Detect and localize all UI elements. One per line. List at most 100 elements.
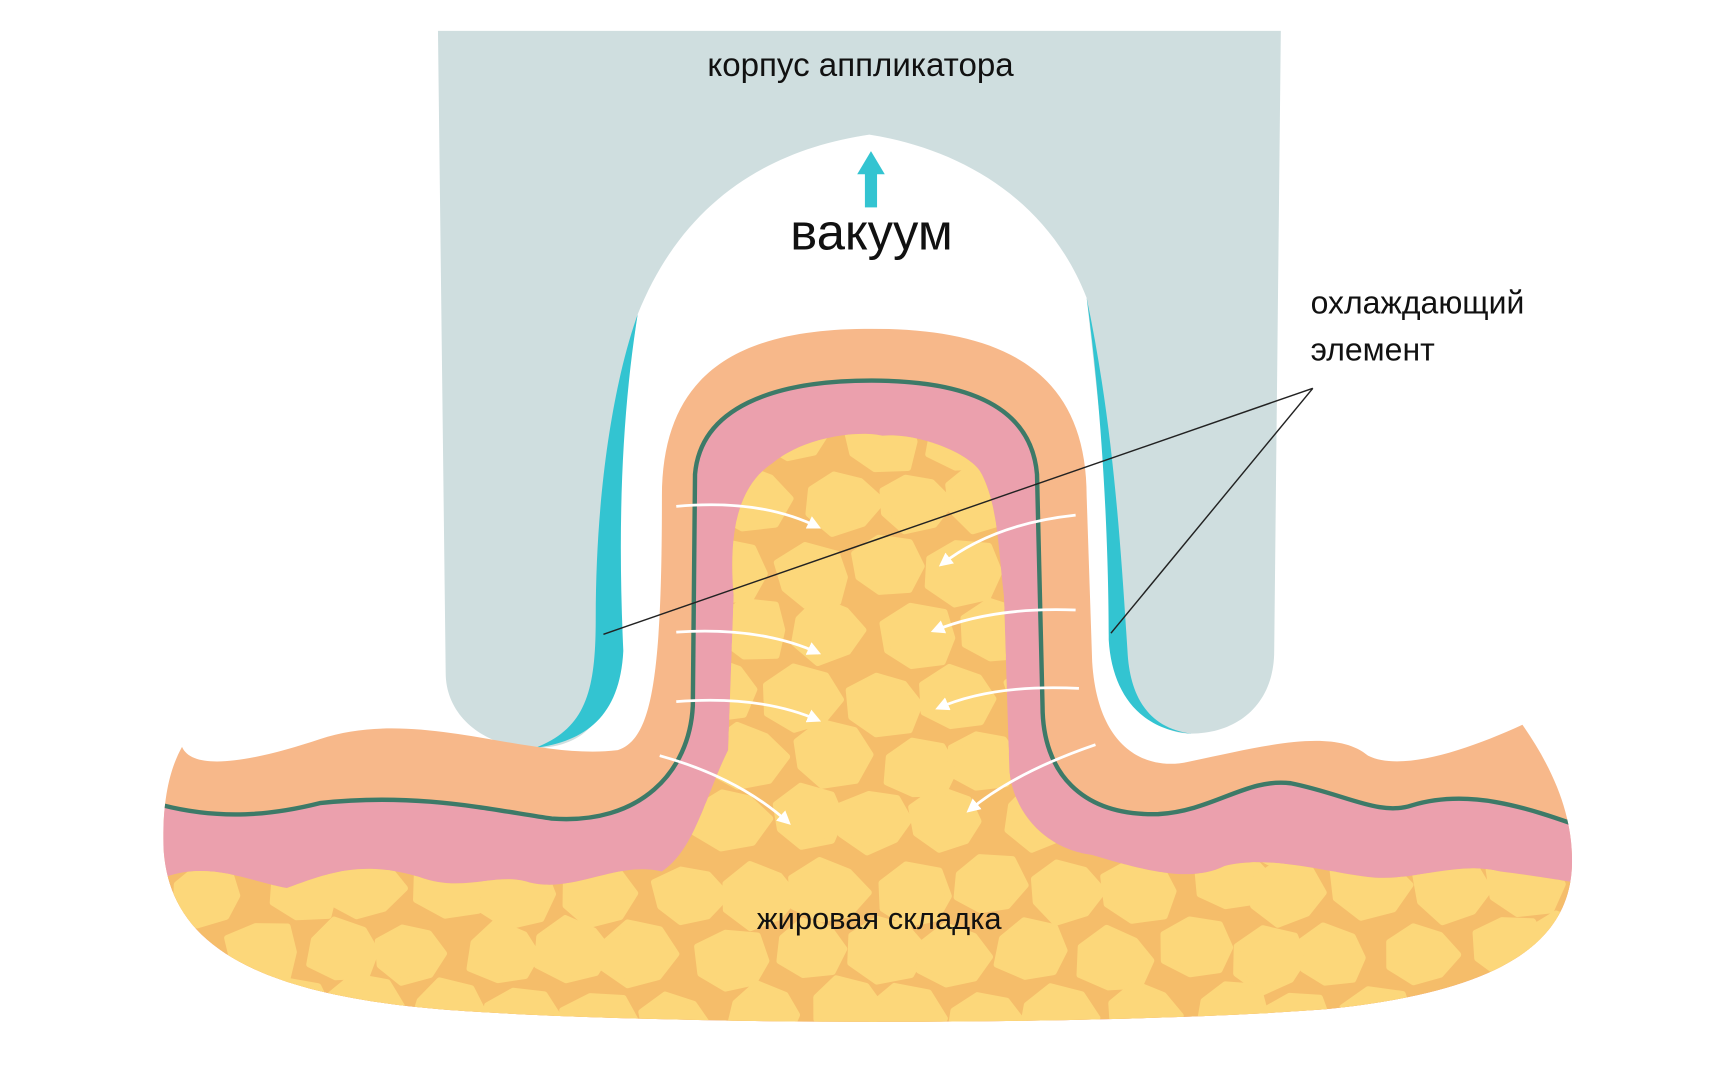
fat-cell	[788, 857, 872, 923]
fat-cell	[1160, 916, 1234, 978]
fat-cell	[261, 468, 341, 528]
fat-fold-label: жировая складка	[757, 901, 1002, 936]
fat-cell	[722, 861, 800, 932]
fat-cell	[772, 782, 845, 850]
fat-cell	[1308, 674, 1378, 734]
fat-cell	[867, 982, 948, 1022]
fat-cell	[1347, 603, 1424, 667]
fat-cell	[345, 469, 420, 532]
arrow-icon	[930, 608, 1076, 634]
arrow-icon	[935, 686, 1080, 711]
fat-cell	[384, 668, 460, 734]
fat-cell	[1108, 980, 1184, 1022]
fat-cell	[1494, 591, 1570, 659]
fat-cell	[1294, 922, 1366, 986]
fat-cell	[993, 917, 1068, 980]
fat-cell	[1535, 433, 1573, 478]
cooling-element-right	[1086, 297, 1192, 734]
fat-cell	[1466, 433, 1550, 469]
fat-cell	[843, 433, 918, 473]
fat-cell	[1560, 599, 1573, 665]
fat-cell	[1395, 433, 1469, 469]
fat-cell	[847, 915, 929, 985]
vacuum-label: вакуум	[790, 203, 952, 260]
fat-cell	[908, 785, 982, 853]
fat-cell	[1499, 988, 1573, 1022]
fat-cell	[726, 980, 801, 1022]
arrow-icon	[676, 629, 822, 655]
fat-cell	[172, 864, 241, 929]
fat-cell	[776, 917, 848, 978]
fat-cell	[924, 540, 1003, 608]
fat-cell	[651, 866, 731, 926]
cooling-element-label-line1: охлаждающий	[1311, 284, 1525, 320]
fat-cell	[288, 433, 362, 464]
fat-cell	[163, 929, 210, 990]
fat-cell	[1390, 530, 1462, 599]
fat-cell	[793, 719, 874, 789]
fat-cell	[186, 982, 265, 1022]
fat-cell	[1409, 597, 1488, 661]
fat-cell	[226, 533, 305, 601]
fat-cell	[851, 534, 925, 595]
fat-cell	[1030, 859, 1107, 926]
fat-cell	[1339, 986, 1414, 1022]
arrow-icon	[676, 503, 822, 529]
fat-cell	[694, 929, 770, 992]
fat-cell	[482, 987, 564, 1022]
fat-cell	[533, 915, 613, 984]
cooling-element-label-line2: элемент	[1311, 332, 1436, 368]
fat-cell	[883, 737, 959, 798]
fat-cell	[1351, 469, 1421, 539]
fat-cell	[163, 433, 227, 481]
fat-cell	[1565, 481, 1573, 546]
fat-cell	[310, 658, 383, 723]
fat-cell	[919, 663, 997, 730]
cooling-arrows	[659, 503, 1096, 825]
fat-cell	[1486, 480, 1558, 542]
fat-cell	[368, 433, 448, 483]
fat-cell	[1530, 669, 1573, 737]
vacuum-arrow-icon	[857, 151, 885, 208]
fat-cell	[1386, 923, 1462, 986]
fat-cell	[638, 991, 712, 1022]
fat-cell	[1313, 433, 1391, 465]
fat-cell	[326, 973, 407, 1022]
fat-cell	[163, 657, 231, 726]
fat-cell	[334, 605, 410, 668]
fat-cell	[221, 653, 303, 726]
fat-cell	[224, 923, 297, 982]
fat-cell	[1403, 994, 1482, 1022]
fat-cell	[1534, 545, 1573, 606]
fat-cell	[1577, 988, 1645, 1046]
callout-line-left	[603, 387, 1314, 635]
arrow-icon	[938, 513, 1076, 567]
fat-cell	[290, 534, 365, 601]
fat-cell	[1373, 669, 1458, 740]
fat-cell	[947, 731, 1022, 791]
fat-cell	[559, 993, 641, 1022]
fat-cell	[879, 474, 955, 535]
arrow-icon	[676, 698, 822, 723]
fat-cell	[178, 470, 255, 535]
fat-cell	[252, 977, 334, 1022]
fat-cell	[1317, 539, 1389, 607]
fat-cell	[1432, 464, 1507, 531]
fat-cell	[378, 545, 453, 612]
fat-cell	[163, 536, 221, 602]
applicator-body-label: корпус аппликатора	[707, 47, 1014, 84]
fat-cell	[248, 597, 328, 662]
dermis-border-line	[163, 378, 1573, 832]
fat-cell	[1570, 846, 1573, 916]
fat-cell	[188, 603, 271, 664]
fat-cell	[878, 861, 952, 928]
callout-line-right	[1110, 387, 1314, 634]
arrow-icon	[659, 754, 791, 825]
fat-cell	[222, 433, 297, 479]
fat-cell	[805, 471, 886, 537]
fat-cell	[1233, 925, 1307, 996]
arrow-icon	[966, 743, 1096, 813]
fat-cell	[1469, 665, 1544, 732]
